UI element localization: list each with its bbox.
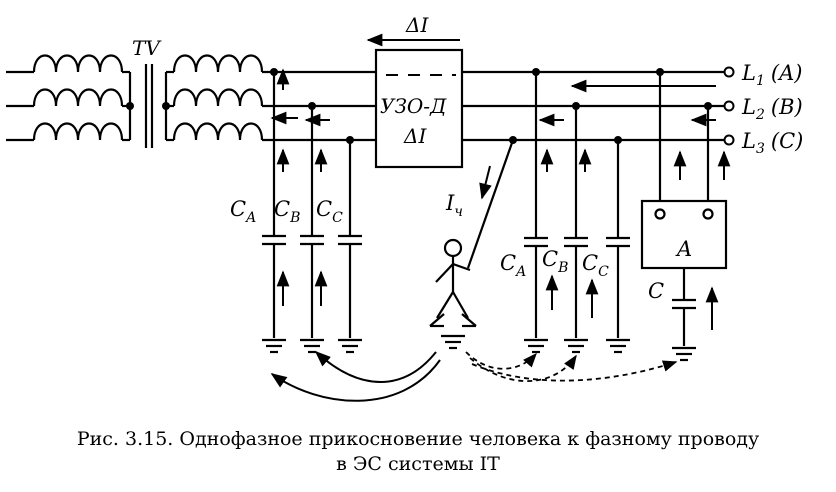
right-capacitor-bank [524, 72, 630, 338]
earth-return-curve-left-outer [270, 359, 441, 402]
phase-lines [262, 70, 725, 142]
earth-return-dashed-3 [471, 360, 678, 382]
touch-point [509, 136, 517, 144]
delta-i-label: ΔI [405, 13, 429, 37]
human-current-label: Iч [445, 191, 463, 220]
right-leakage-arrows [540, 148, 731, 330]
human-figure [429, 238, 477, 328]
star-point-primary [126, 102, 134, 110]
human-current-arrow [479, 165, 492, 200]
line-current-arrows [270, 79, 716, 127]
cap-b-label: CB [274, 197, 300, 226]
left-junction-dots [270, 68, 354, 144]
star-point-secondary [162, 102, 170, 110]
load-label: A [675, 237, 692, 261]
left-leakage-arrows [276, 68, 328, 306]
transformer-label: TV [132, 36, 162, 60]
phase-l3-label: L3(C) [741, 129, 803, 157]
rcd-box [374, 48, 464, 169]
touch-wire [466, 139, 515, 269]
figure-caption-line2: в ЭС системы IT [336, 453, 500, 475]
phase-l1-label: L1(A) [741, 61, 802, 89]
earth-return-dashed-2 [469, 354, 577, 382]
left-capacitor-bank [262, 72, 362, 338]
rcd-delta-label: ΔI [403, 124, 427, 148]
cap-c2-label: CC [582, 251, 609, 280]
left-ground-symbols [262, 338, 362, 354]
rcd-label: УЗО-Д [380, 94, 447, 118]
human-ground-symbol [441, 334, 465, 350]
cap-a2-label: CA [500, 251, 526, 280]
right-ground-symbols [524, 338, 630, 354]
phase-terminals [723, 66, 735, 146]
cap-b2-label: CB [542, 247, 568, 276]
earth-return-dashed-1 [465, 351, 537, 370]
cap-c-label: CC [316, 197, 343, 226]
earth-return-curve-left [314, 350, 437, 383]
load-cap-label: C [648, 279, 664, 303]
phase-l2-label: L2(B) [741, 95, 803, 123]
transformer-tv [6, 54, 264, 148]
load-a [640, 72, 728, 362]
cap-a-label: CA [230, 197, 256, 226]
circuit-diagram: TV L1(A) L2(B) L3(C) УЗО-Д ΔI ΔI [6, 13, 803, 402]
figure-caption-line1: Рис. 3.15. Однофазное прикосновение чело… [76, 428, 760, 450]
